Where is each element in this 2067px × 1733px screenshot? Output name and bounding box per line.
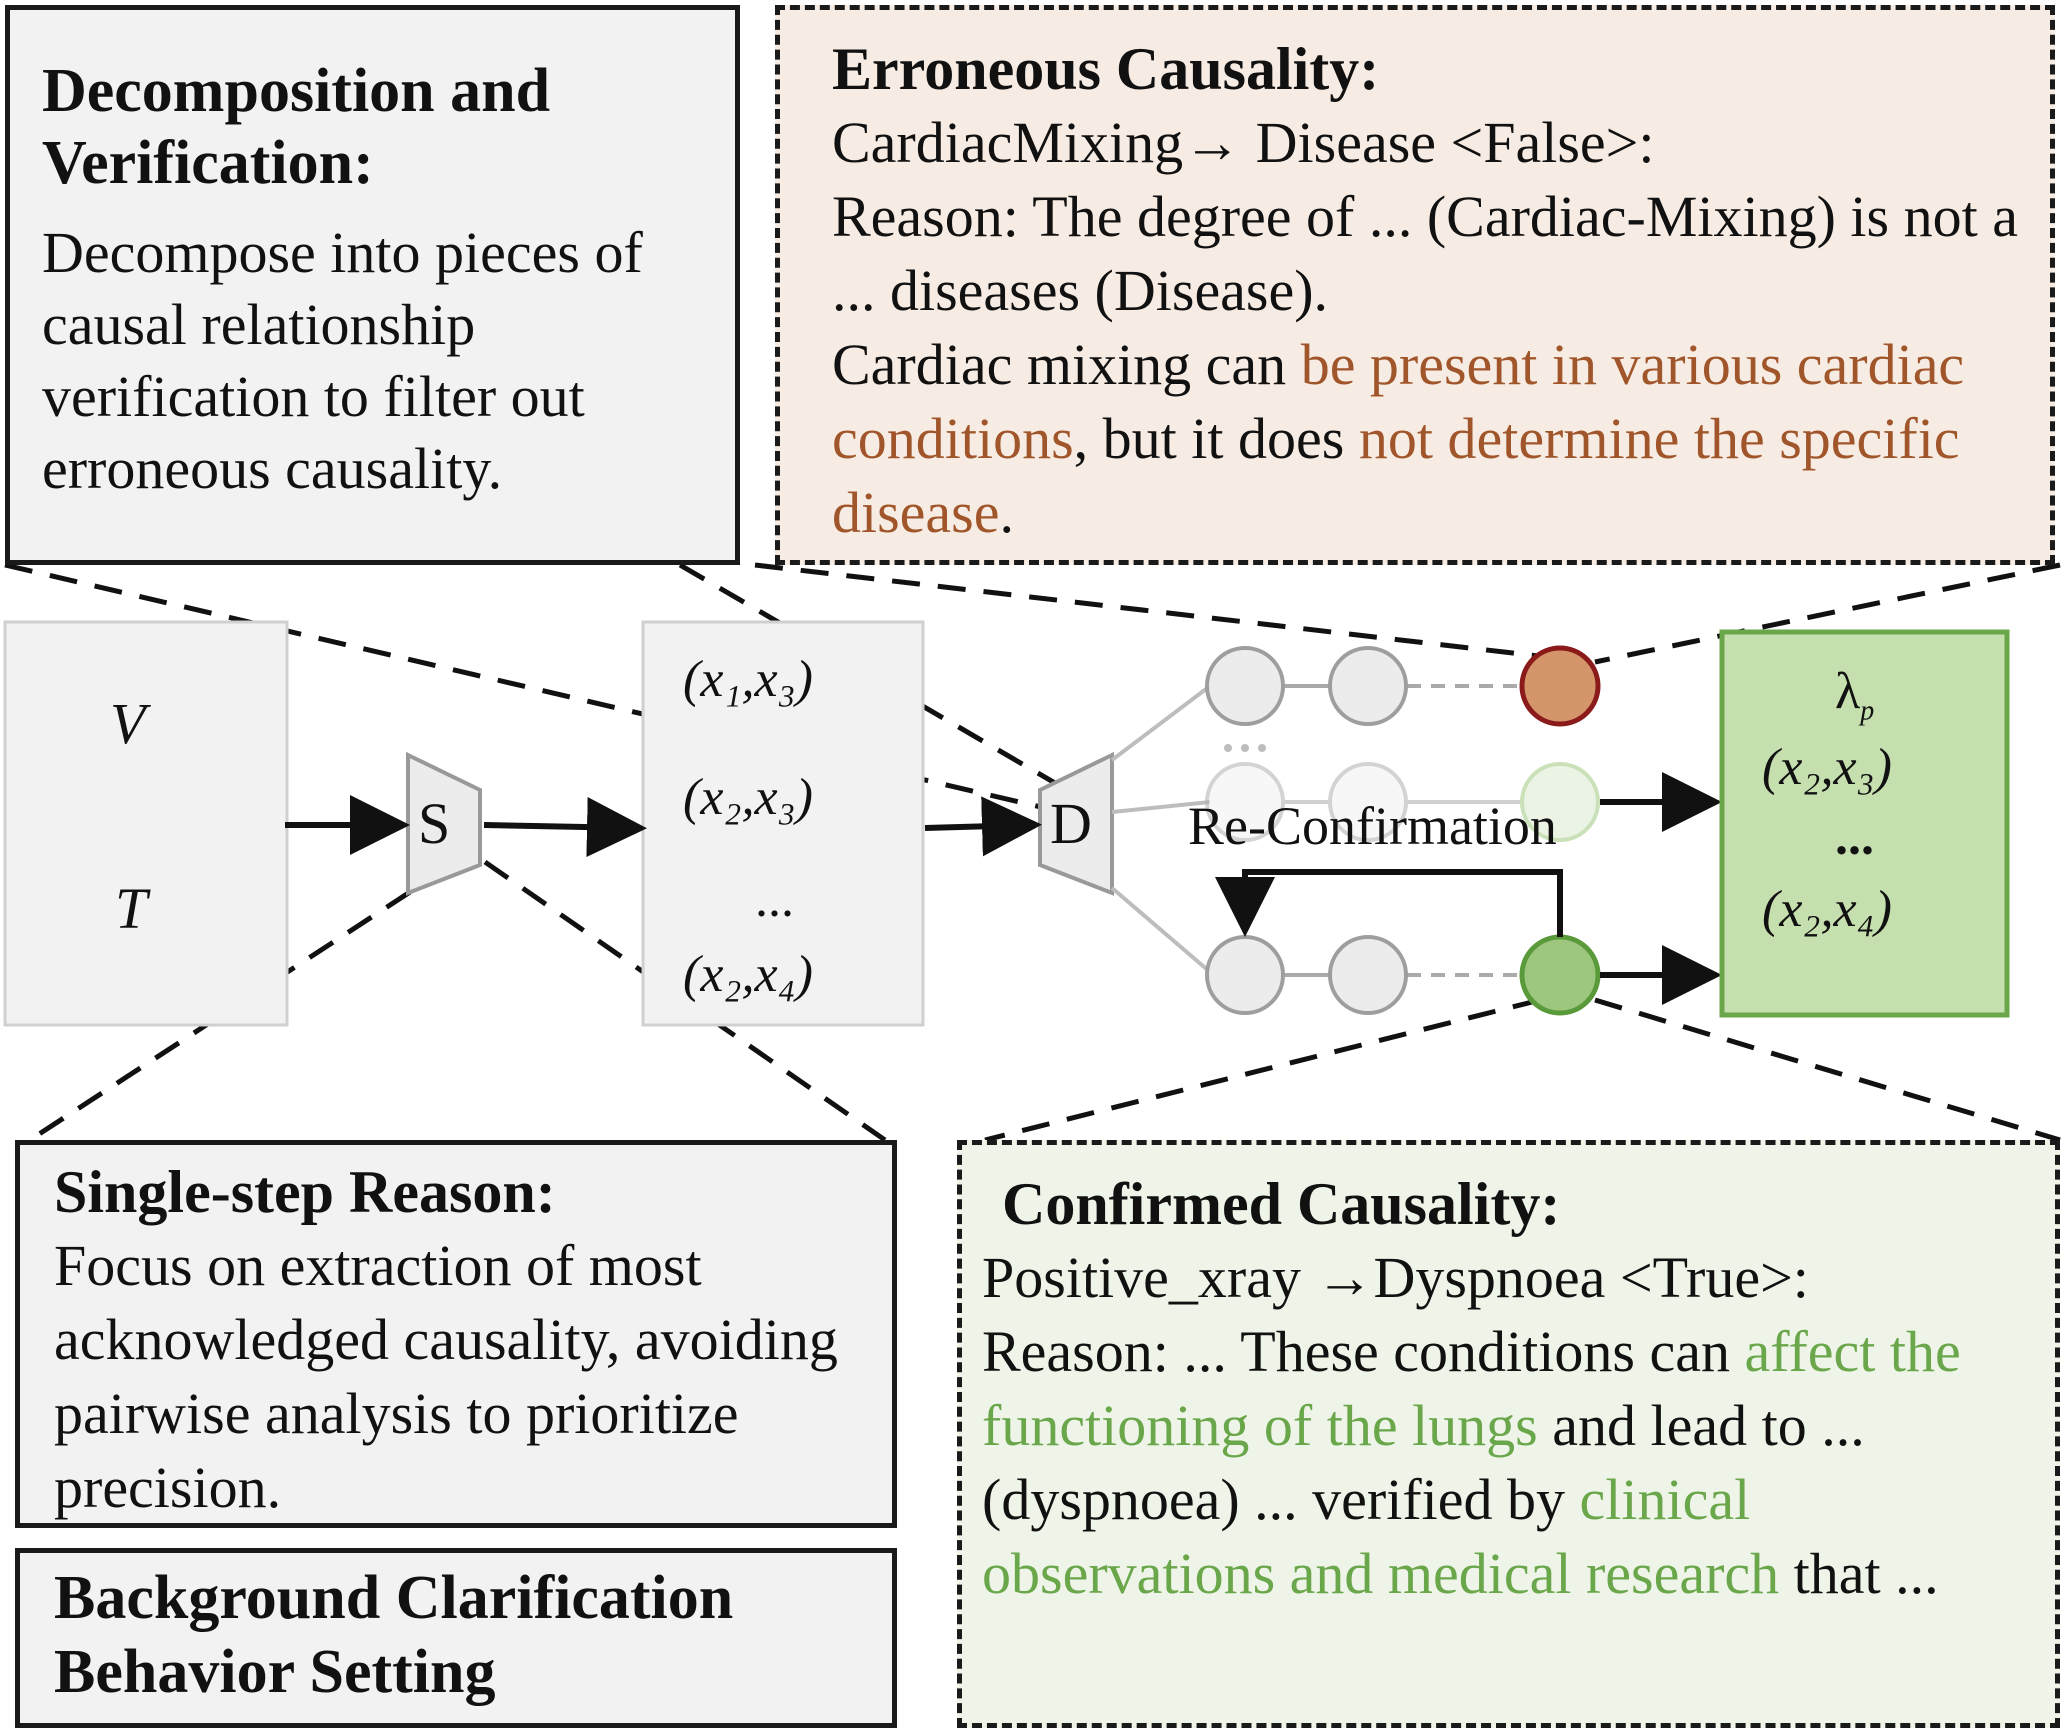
input-v-label: V bbox=[110, 691, 146, 756]
erroneous-reason: Cardiac mixing can be present in various… bbox=[832, 332, 1965, 545]
d-branches bbox=[1110, 684, 1212, 974]
erroneous-highlight-1: be present in various cardiac conditions bbox=[832, 332, 1965, 471]
output-lambda: λp bbox=[1835, 663, 1875, 727]
reconfirmation-label: Re-Confirmation bbox=[1188, 796, 1557, 856]
confirmed-box: Confirmed Causality: Positive_xray →Dysp… bbox=[957, 1140, 2060, 1728]
decomposition-title: Decomposition and Verification: bbox=[42, 57, 551, 197]
confirmed-title: Confirmed Causality: bbox=[1002, 1171, 1561, 1237]
vertical-ellipsis bbox=[1224, 744, 1266, 752]
confirm-node bbox=[1519, 934, 1601, 1016]
confirmed-line1: Positive_xray →Dyspnoea <True>: bbox=[982, 1245, 1809, 1310]
pair-x1-x3: (x₁,x₃) bbox=[683, 651, 813, 708]
discriminator-label: D bbox=[1050, 791, 1092, 856]
pair-x2-x3: (x₂,x₃) bbox=[683, 769, 813, 826]
background-box: Background Clarification Behavior Settin… bbox=[15, 1548, 897, 1728]
single-step-body: Focus on extraction of most acknowledged… bbox=[54, 1233, 838, 1520]
erroneous-line2: Reason: The degree of ... (Cardiac-Mixin… bbox=[832, 184, 2018, 323]
pairs-box bbox=[641, 620, 925, 1027]
background-line2: Behavior Setting bbox=[54, 1638, 496, 1706]
confirmed-reason: Reason: ... These conditions can affect … bbox=[982, 1319, 1961, 1606]
output-box bbox=[1719, 629, 2010, 1018]
arrow-s-to-pairs bbox=[483, 797, 647, 858]
confirmed-highlight-1: affect the functioning of the lungs bbox=[982, 1319, 1961, 1458]
input-box bbox=[3, 620, 289, 1027]
output-ellipsis: ... bbox=[1835, 809, 1874, 866]
pair-x2-x4: (x₂,x₄) bbox=[683, 946, 813, 1003]
single-step-title: Single-step Reason: bbox=[54, 1159, 556, 1225]
reconfirmation-loop bbox=[1215, 869, 1563, 937]
erroneous-title: Erroneous Causality: bbox=[832, 36, 1380, 102]
confirmed-highlight-2: clinical observations and medical resear… bbox=[982, 1467, 1780, 1606]
output-pair-x2-x4: (x₂,x₄) bbox=[1762, 881, 1892, 938]
erroneous-box: Erroneous Causality: CardiacMixing→ Dise… bbox=[775, 5, 2055, 565]
top-chain bbox=[1205, 645, 1601, 727]
erroneous-highlight-2: not determine the specific disease bbox=[832, 406, 1960, 545]
decomposition-box: Decomposition and Verification: Decompos… bbox=[5, 5, 740, 565]
erroneous-line1: CardiacMixing→ Disease <False>: bbox=[832, 110, 1655, 175]
pair-ellipsis: ... bbox=[755, 871, 794, 928]
bottom-chain bbox=[1205, 934, 1601, 1016]
background-line1: Background Clarification bbox=[54, 1564, 734, 1632]
zoom-lines bbox=[4, 562, 2061, 1143]
output-pair-x2-x3: (x₂,x₃) bbox=[1762, 739, 1892, 796]
error-node bbox=[1519, 645, 1601, 727]
input-t-label: T bbox=[115, 876, 148, 941]
single-step-box: Single-step Reason: Focus on extraction … bbox=[15, 1140, 897, 1528]
decomposition-body: Decompose into pieces of causal relation… bbox=[42, 220, 643, 501]
discriminator-shape bbox=[1038, 751, 1114, 896]
selector-label: S bbox=[418, 791, 451, 856]
arrow-pairs-to-d bbox=[924, 796, 1042, 857]
middle-chain bbox=[1205, 762, 1600, 842]
